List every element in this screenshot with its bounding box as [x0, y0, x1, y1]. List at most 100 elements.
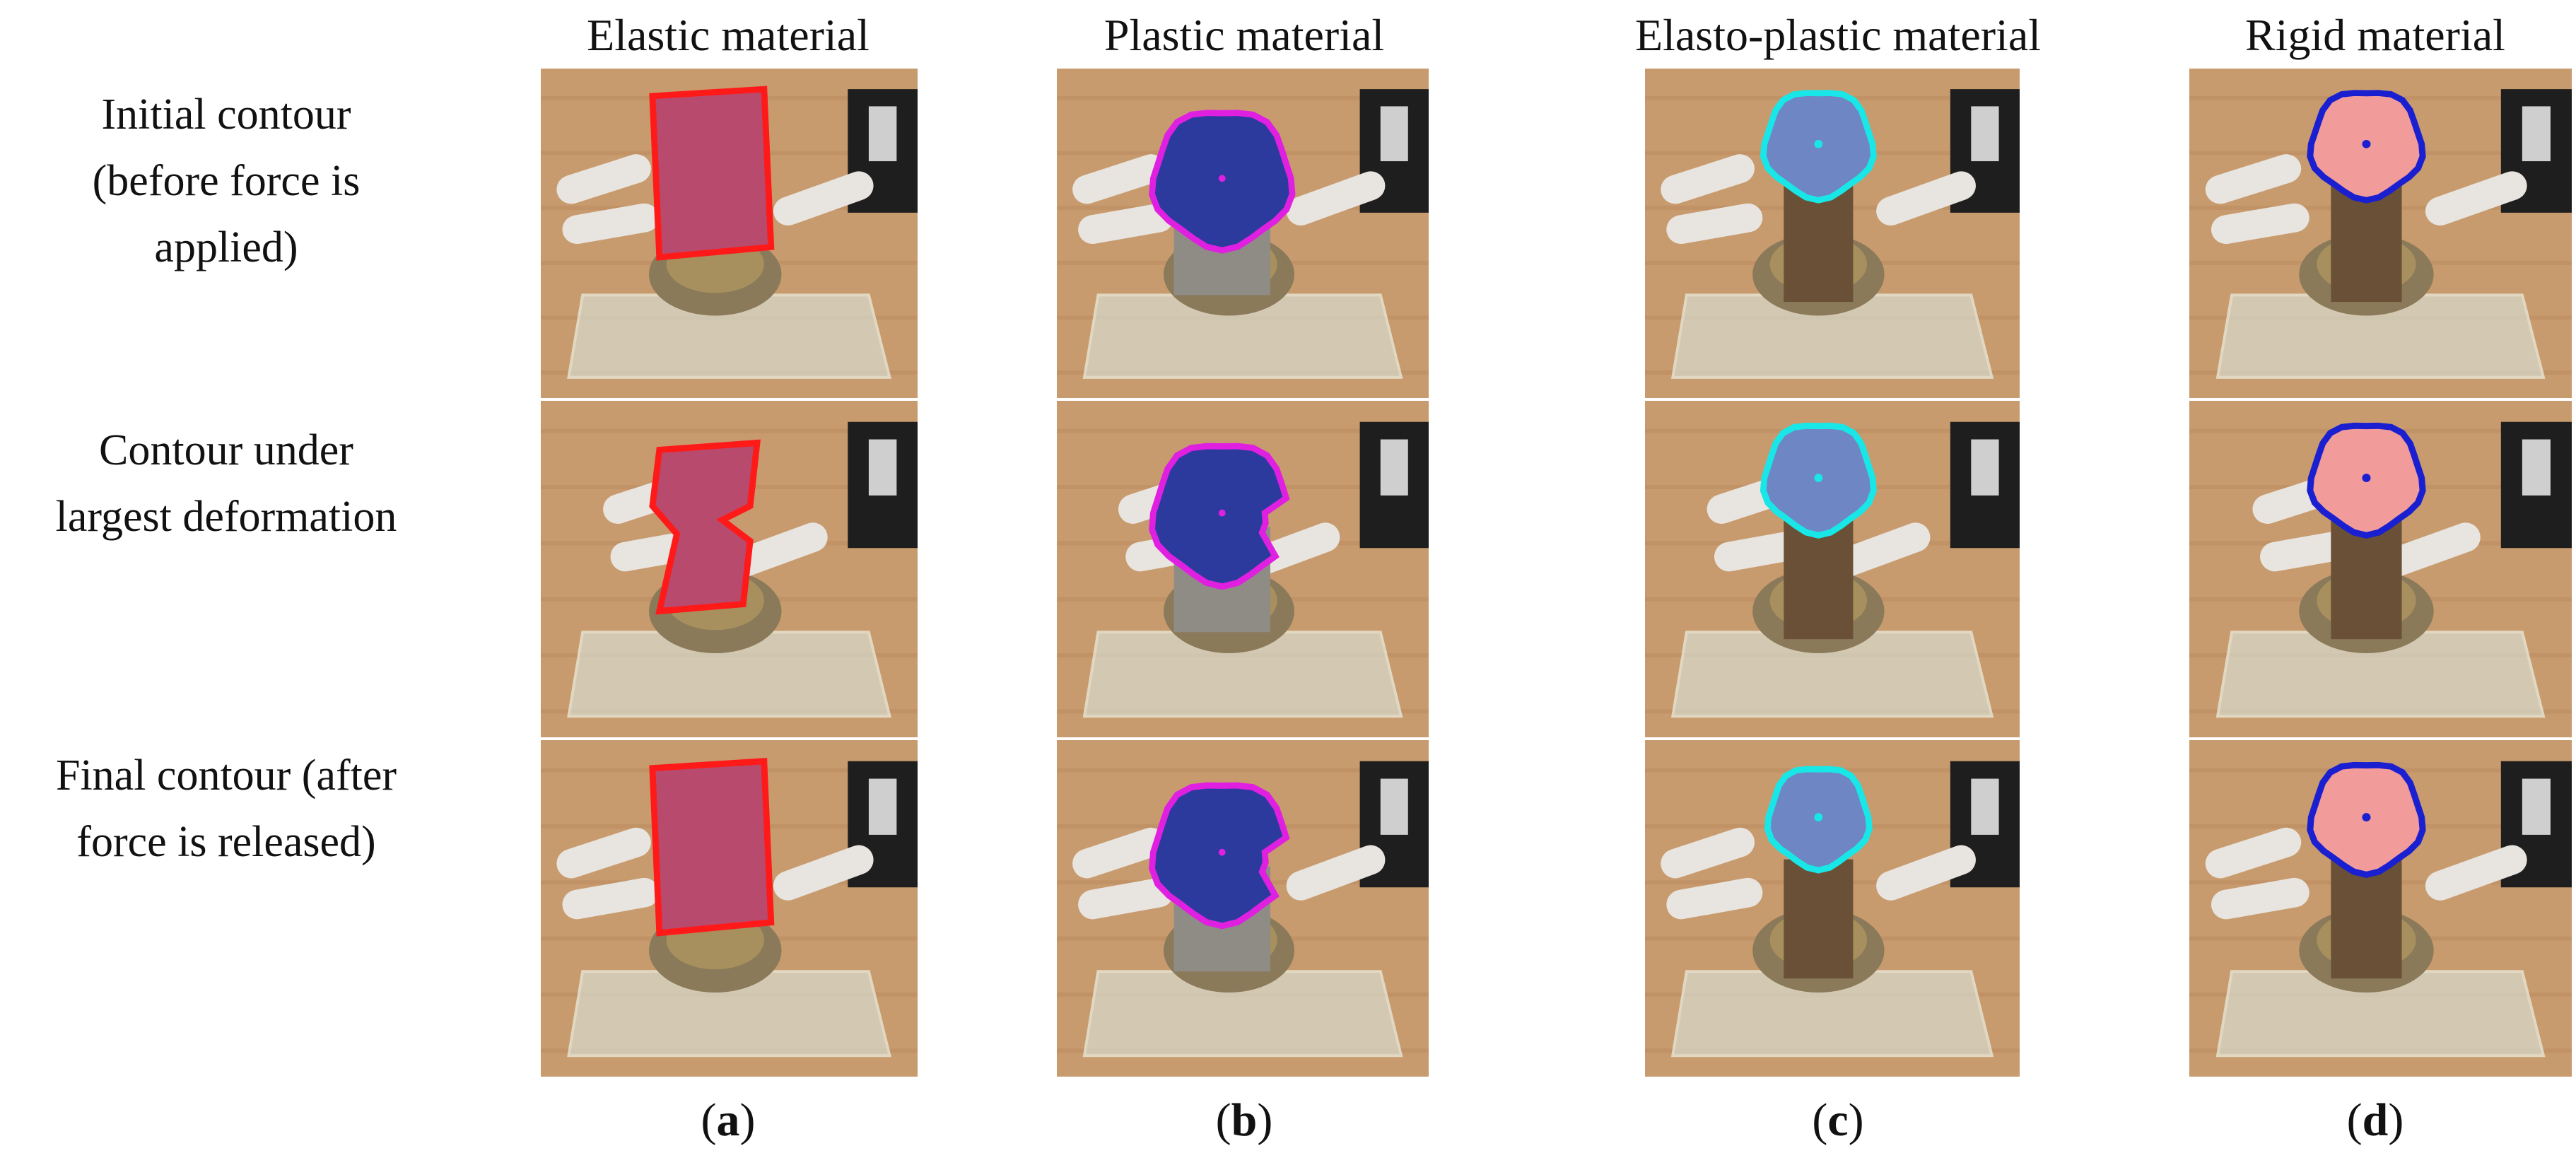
photo-panel-elastic-final: [539, 739, 919, 1078]
centroid-marker: [1218, 848, 1226, 856]
row-label-initial: Initial contour (before force is applied…: [0, 81, 452, 281]
robot-finger-left: [1661, 827, 1755, 879]
column-title-plastic: Plastic material: [1103, 10, 1385, 60]
photo-illustration: [1057, 401, 1429, 737]
glass-plate: [2215, 293, 2546, 379]
row-label-line: force is released): [76, 818, 376, 866]
robot-finger-right: [773, 171, 874, 226]
glass-plate: [2215, 631, 2546, 718]
robot-finger-right: [2425, 171, 2527, 226]
glass-plate: [1082, 293, 1403, 379]
centroid-marker: [1814, 813, 1823, 822]
centroid-marker: [1218, 509, 1226, 517]
row-label-line: largest deformation: [55, 493, 397, 541]
centroid-marker: [1814, 474, 1823, 483]
photo-panel-rigid-deformed: [2188, 399, 2573, 739]
row-label-line: Final contour (after: [55, 751, 397, 800]
glass-plate: [2215, 970, 2546, 1058]
row-label-line: Initial contour: [101, 90, 351, 139]
object-contour: [649, 439, 761, 615]
robot-finger-left: [2211, 877, 2309, 920]
centroid-marker: [1218, 175, 1226, 182]
row-label-line: Contour under: [99, 426, 353, 474]
robot-finger-left: [1078, 877, 1174, 920]
photo-panel-rigid-final: [2188, 739, 2573, 1078]
photo-panel-rigid-initial: [2188, 67, 2573, 399]
support-stack: [1784, 859, 1854, 979]
photo-panel-elasto-plastic-final: [1644, 739, 2021, 1078]
subfigure-label-b: (b): [1215, 1094, 1273, 1146]
support-stack: [2331, 520, 2402, 640]
robot-finger-right: [1286, 845, 1386, 901]
robot-finger-left: [1078, 203, 1174, 245]
photo-panel-plastic-deformed: [1055, 399, 1430, 739]
glass-plate: [1670, 293, 1994, 379]
photo-illustration: [1645, 401, 2020, 737]
glass-plate: [567, 970, 892, 1058]
support-stack: [2331, 859, 2402, 979]
photo-panel-plastic-initial: [1055, 67, 1430, 399]
centroid-marker: [1814, 139, 1823, 148]
glass-plate: [1670, 631, 1994, 718]
subfigure-label-d: (d): [2346, 1094, 2404, 1146]
centroid-marker: [2362, 474, 2371, 483]
glass-plate: [567, 293, 892, 379]
photo-illustration: [1645, 69, 2020, 398]
row-label-deformation: Contour under largest deformation: [0, 417, 452, 550]
centroid-marker: [2362, 813, 2371, 822]
photo-panel-elasto-plastic-deformed: [1644, 399, 2021, 739]
robot-finger-left: [2205, 154, 2302, 204]
robot-finger-left: [1661, 154, 1755, 204]
photo-illustration: [541, 401, 918, 737]
photo-illustration: [541, 740, 918, 1077]
robot-finger-left: [2211, 203, 2309, 245]
support-stack: [2331, 185, 2402, 303]
photo-illustration: [1057, 740, 1429, 1077]
photo-panel-elasto-plastic-initial: [1644, 67, 2021, 399]
object-contour: [1149, 443, 1290, 590]
robot-finger-right: [2425, 845, 2527, 901]
object-contour: [649, 758, 775, 937]
subfigure-label-a: (a): [701, 1094, 756, 1146]
photo-illustration: [2189, 740, 2572, 1077]
robot-finger-right: [727, 522, 828, 578]
support-stack: [1784, 520, 1854, 640]
column-title-elasto-plastic: Elasto-plastic material: [1635, 10, 2041, 60]
row-label-line: (before force is: [92, 157, 361, 205]
robot-finger-left: [1666, 203, 1763, 245]
object-contour: [649, 86, 775, 261]
centroid-marker: [2362, 139, 2371, 148]
robot-finger-left: [562, 203, 660, 245]
photo-illustration: [541, 69, 918, 398]
robot-finger-left: [1666, 877, 1763, 920]
robot-finger-right: [1830, 522, 1931, 578]
glass-plate: [1670, 970, 1994, 1058]
photo-panel-elastic-deformed: [539, 399, 919, 739]
robot-finger-right: [2379, 522, 2481, 578]
robot-finger-right: [1876, 845, 1976, 901]
robot-finger-left: [2205, 827, 2302, 879]
glass-plate: [1082, 970, 1403, 1058]
robot-finger-left: [1072, 154, 1166, 204]
robot-finger-right: [773, 845, 874, 901]
glass-plate: [1082, 631, 1403, 718]
robot-finger-left: [556, 154, 651, 204]
support-stack: [1784, 185, 1854, 303]
row-label-final: Final contour (after force is released): [0, 742, 452, 875]
photo-panel-plastic-final: [1055, 739, 1430, 1078]
column-title-elastic: Elastic material: [587, 10, 870, 60]
glass-plate: [567, 631, 892, 718]
subfigure-label-c: (c): [1812, 1094, 1864, 1146]
photo-illustration: [2189, 401, 2572, 737]
robot-finger-left: [1072, 827, 1166, 879]
row-label-line: applied): [154, 223, 298, 271]
robot-finger-right: [1286, 171, 1386, 226]
photo-illustration: [1645, 740, 2020, 1077]
photo-illustration: [1057, 69, 1429, 398]
photo-panel-elastic-initial: [539, 67, 919, 399]
robot-finger-right: [1876, 171, 1976, 226]
photo-illustration: [2189, 69, 2572, 398]
robot-finger-left: [556, 827, 651, 879]
column-title-rigid: Rigid material: [2245, 10, 2505, 60]
robot-finger-left: [562, 877, 660, 920]
